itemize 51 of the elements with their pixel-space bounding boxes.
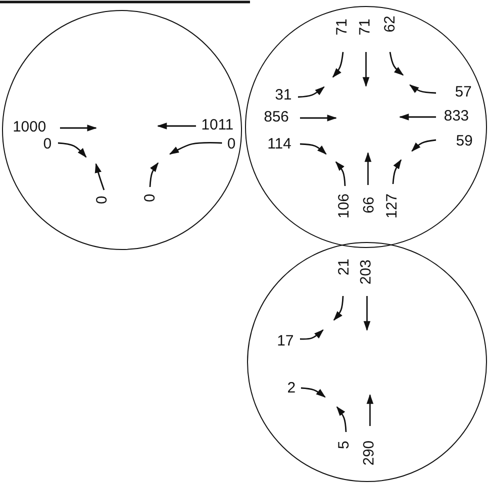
traffic-volume: 290: [362, 440, 377, 466]
traffic-volume: 833: [444, 108, 469, 124]
flow-arrow: [58, 142, 87, 158]
flow-arrow: [332, 52, 344, 78]
flow-arrow: [300, 114, 337, 122]
intersection-circle: [247, 242, 487, 482]
traffic-volume: 203: [358, 260, 374, 285]
traffic-volume: 2: [287, 380, 296, 396]
flow-arrow: [149, 162, 159, 188]
flow-arrow: [411, 139, 436, 152]
traffic-volume: 59: [456, 134, 473, 149]
flow-arrow: [300, 143, 327, 155]
traffic-volume: 21: [336, 259, 352, 276]
flow-arrow: [335, 161, 346, 186]
traffic-volume: 57: [455, 84, 472, 100]
traffic-volume: 17: [277, 334, 294, 349]
intersection-circle: [245, 6, 487, 248]
traffic-volume: 127: [384, 194, 400, 219]
intersection-circle: [2, 10, 242, 250]
traffic-volume: 71: [334, 19, 350, 36]
traffic-volume: 31: [275, 88, 292, 103]
flow-arrow: [364, 152, 372, 185]
traffic-volume: 71: [358, 19, 373, 36]
flow-arrow: [364, 296, 370, 331]
traffic-volume: 1011: [201, 118, 234, 133]
flow-arrow: [389, 52, 404, 76]
flow-arrow: [336, 406, 347, 432]
traffic-volume: 0: [227, 136, 236, 152]
traffic-volume: 114: [267, 136, 292, 152]
flow-arrow: [169, 142, 222, 155]
traffic-volume: 856: [264, 110, 289, 125]
flow-arrow: [157, 122, 196, 130]
traffic-volume: 62: [382, 16, 398, 33]
traffic-volume: 0: [142, 194, 158, 203]
traffic-volume: 0: [43, 136, 52, 152]
traffic-volume: 66: [362, 197, 377, 214]
flow-arrow: [399, 114, 436, 120]
flow-arrow: [362, 52, 370, 87]
flow-arrow: [366, 394, 374, 426]
traffic-volume: 0: [94, 196, 110, 205]
flow-arrow: [94, 163, 105, 190]
flow-arrow: [333, 296, 344, 321]
traffic-volume: 106: [336, 194, 352, 219]
flow-arrow: [300, 329, 324, 340]
flow-arrow: [409, 84, 436, 94]
traffic-volume: 5: [336, 441, 352, 450]
flow-arrow: [392, 159, 402, 184]
flow-arrow: [300, 387, 326, 398]
flow-arrow: [60, 124, 97, 132]
flow-arrow: [298, 86, 325, 98]
traffic-volume: 1000: [12, 120, 46, 135]
